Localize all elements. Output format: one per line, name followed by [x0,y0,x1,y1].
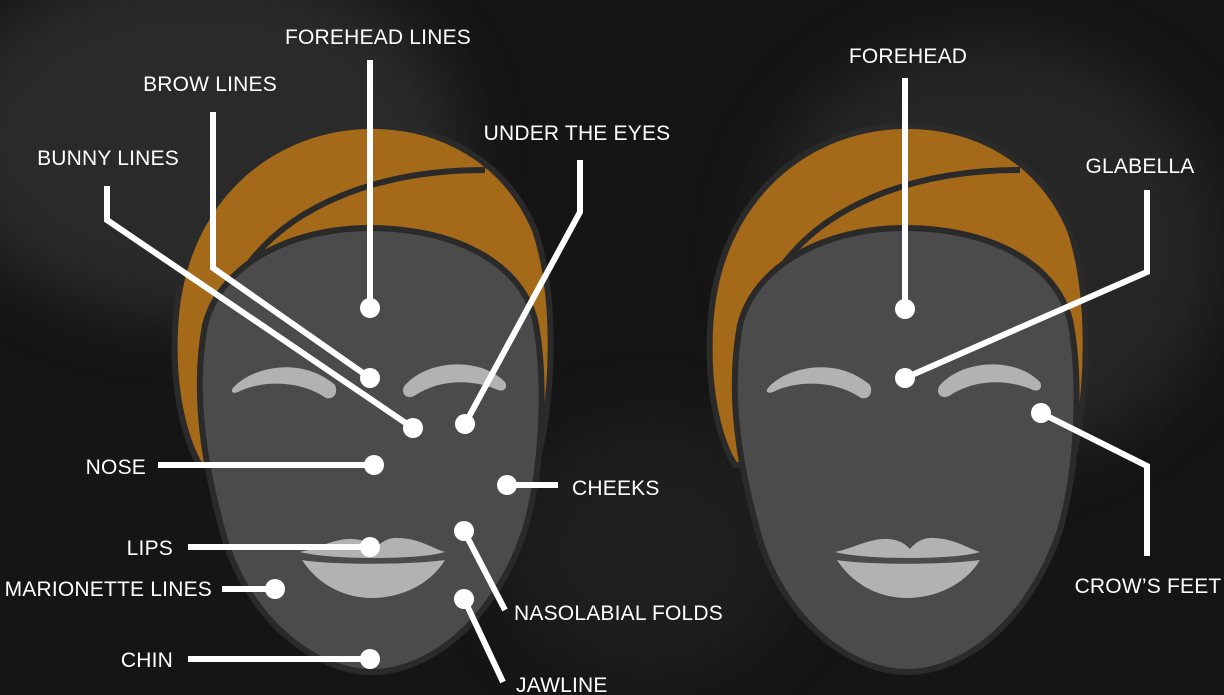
dot-marionette-lines [265,579,285,599]
dot-glabella [895,368,915,388]
label-marionette-lines: MARIONETTE LINES [5,578,212,601]
label-crows-feet: CROW’S FEET [1075,575,1222,598]
dot-nose [364,455,384,475]
dot-under-the-eyes [455,414,475,434]
dot-forehead-lines [360,298,380,318]
dot-brow-lines [360,368,380,388]
label-jawline: JAWLINE [516,674,608,695]
label-chin: CHIN [121,649,173,672]
label-glabella: GLABELLA [1086,155,1195,178]
label-bunny-lines: BUNNY LINES [37,147,179,170]
label-nose: NOSE [86,456,146,479]
right-face [710,126,1086,672]
label-cheeks: CHEEKS [572,477,660,500]
dot-lips [360,537,380,557]
dot-nasolabial-folds [454,521,474,541]
label-nasolabial-folds: NASOLABIAL FOLDS [514,602,723,625]
label-forehead-lines: FOREHEAD LINES [285,26,471,49]
dot-forehead [895,299,915,319]
dot-cheeks [497,475,517,495]
dot-crows-feet [1031,403,1051,423]
dot-jawline [454,589,474,609]
label-forehead: FOREHEAD [849,45,967,68]
label-lips: LIPS [127,537,173,560]
dot-bunny-lines [403,418,423,438]
dot-chin [360,649,380,669]
label-under-the-eyes: UNDER THE EYES [484,122,671,145]
label-brow-lines: BROW LINES [143,73,277,96]
